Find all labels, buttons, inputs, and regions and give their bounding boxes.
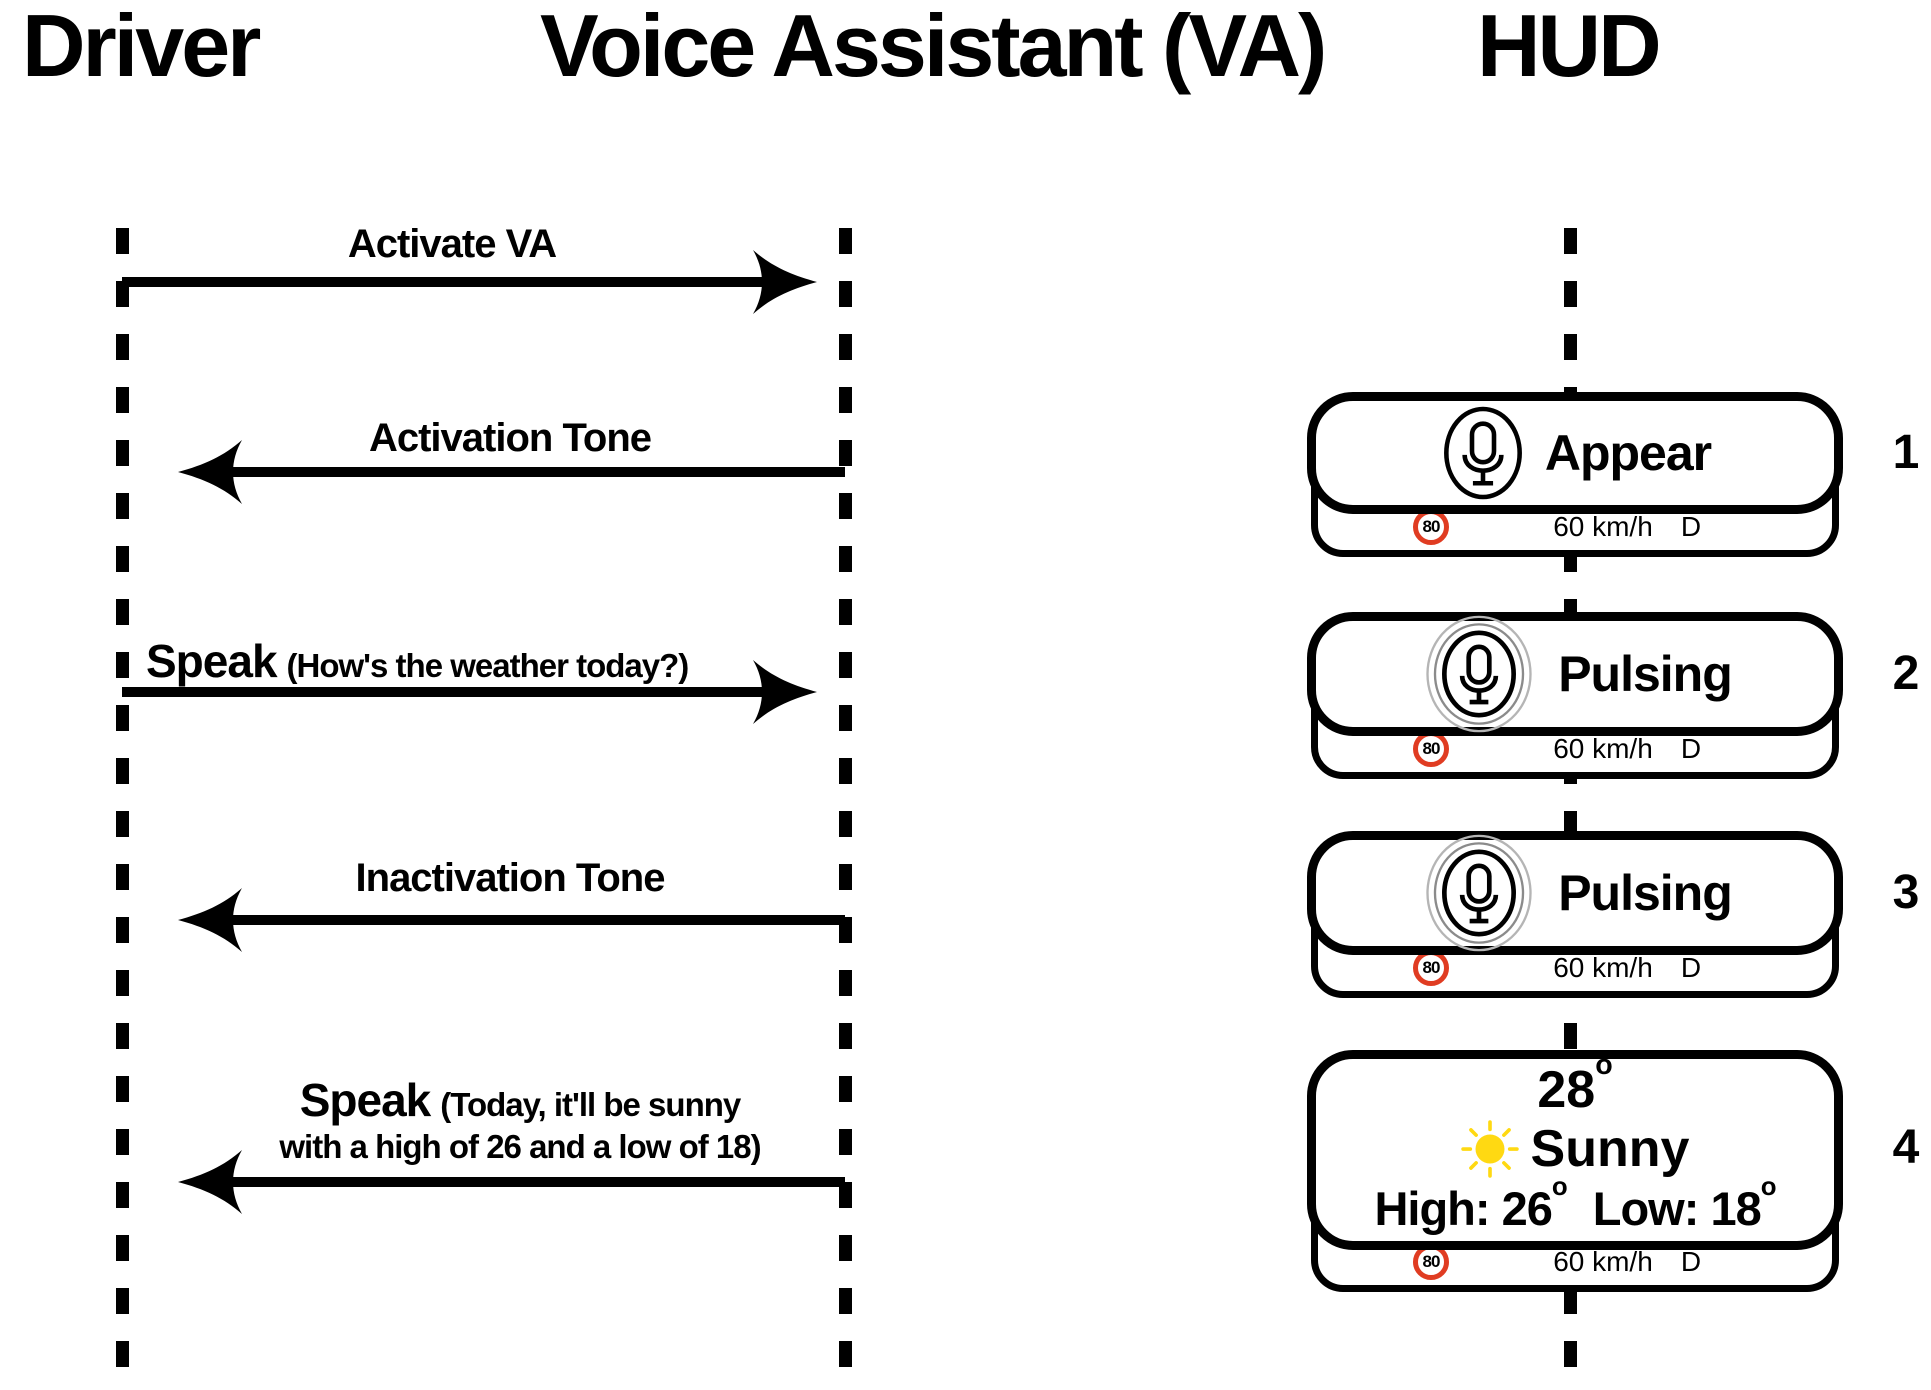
hud-state-label: Appear: [1544, 425, 1712, 481]
degree-mark: o: [1551, 1173, 1568, 1202]
message-label-line2: with a high of 26 and a low of 18): [279, 1128, 761, 1165]
message-label-line1: Speak(Today, it'll be sunny: [160, 1073, 880, 1127]
step-number-3: 3: [1892, 866, 1920, 919]
step-number-4: 4: [1892, 1121, 1920, 1174]
arrow-left: [178, 1150, 845, 1214]
arrow-left: [178, 888, 845, 952]
message-label: Activate VA: [347, 222, 557, 266]
condition-row: Sunny: [1460, 1119, 1690, 1178]
hud-card-3: 80 60 km/h D Pulsing: [1307, 831, 1843, 998]
hud-state-label: Pulsing: [1558, 865, 1733, 921]
message-activate-va: Activate VA: [122, 210, 845, 330]
speak-verb: Speak: [146, 635, 278, 687]
sun-icon: [1460, 1120, 1519, 1178]
speed-limit-sign: 80: [1413, 509, 1449, 545]
microphone-icon: [1443, 406, 1522, 500]
column-header-driver: Driver: [22, 0, 261, 95]
message-speak-weather-query: Speak(How's the weather today?): [122, 630, 845, 750]
gear-indicator: D: [1680, 511, 1702, 542]
gear-indicator: D: [1680, 952, 1702, 983]
driver-lifeline: [116, 228, 129, 1390]
hud-state-label: Pulsing: [1558, 646, 1733, 702]
microphone-pulsing-icon: [1426, 834, 1532, 952]
speak-detail: (How's the weather today?): [286, 647, 690, 684]
degree-mark: o: [1595, 1049, 1613, 1082]
speed-limit-sign: 80: [1413, 950, 1449, 986]
voice-assistant-lifeline: [839, 228, 852, 1390]
message-label: Activation Tone: [368, 416, 652, 460]
hud-card-2: 80 60 km/h D Pulsing: [1307, 612, 1843, 779]
microphone-pulsing-icon: [1426, 615, 1532, 733]
temperature-value: 28: [1537, 1060, 1596, 1119]
speed-readout: 60 km/h: [1553, 733, 1653, 764]
message-speak-weather-answer: Speak(Today, it'll be sunny with a high …: [122, 1068, 845, 1228]
low-label: Low:: [1592, 1181, 1700, 1235]
gear-indicator: D: [1680, 1246, 1702, 1277]
speed-limit-value: 80: [1422, 517, 1441, 536]
weather-panel: 28o: [1316, 1051, 1834, 1236]
high-label: High:: [1374, 1181, 1490, 1235]
speed-limit-sign: 80: [1413, 1244, 1449, 1280]
step-number-1: 1: [1892, 426, 1920, 479]
hud-card-1: 80 60 km/h D Appear: [1307, 392, 1843, 557]
gear-indicator: D: [1680, 733, 1702, 764]
message-inactivation-tone: Inactivation Tone: [122, 848, 845, 968]
arrow-right: [122, 250, 817, 314]
message-activation-tone: Activation Tone: [122, 400, 845, 520]
speed-readout: 60 km/h: [1553, 511, 1653, 542]
speed-limit-value: 80: [1422, 958, 1441, 977]
hud-card-4: 80 60 km/h D 28o: [1307, 1050, 1843, 1292]
message-label: Inactivation Tone: [355, 856, 666, 900]
speak-detail: (Today, it'll be sunny: [440, 1086, 741, 1123]
speed-limit-value: 80: [1422, 739, 1441, 758]
speed-readout: 60 km/h: [1553, 952, 1653, 983]
current-temperature: 28o: [1537, 1051, 1612, 1119]
speed-limit-sign: 80: [1413, 731, 1449, 767]
degree-mark: o: [1760, 1173, 1777, 1202]
speed-readout: 60 km/h: [1553, 1246, 1653, 1277]
column-header-hud: HUD: [1477, 0, 1662, 95]
arrow-right: [122, 660, 817, 724]
arrow-left: [178, 440, 845, 504]
high-low-row: High: 26o Low: 18o: [1374, 1173, 1776, 1236]
step-number-2: 2: [1892, 647, 1920, 700]
message-label: Speak(How's the weather today?): [146, 634, 690, 688]
low-value: 18: [1710, 1181, 1761, 1235]
speak-verb: Speak: [299, 1074, 432, 1126]
condition-label: Sunny: [1530, 1119, 1690, 1178]
speed-limit-value: 80: [1422, 1252, 1441, 1271]
high-value: 26: [1501, 1181, 1553, 1235]
column-header-voice-assistant: Voice Assistant (VA): [540, 0, 1327, 95]
